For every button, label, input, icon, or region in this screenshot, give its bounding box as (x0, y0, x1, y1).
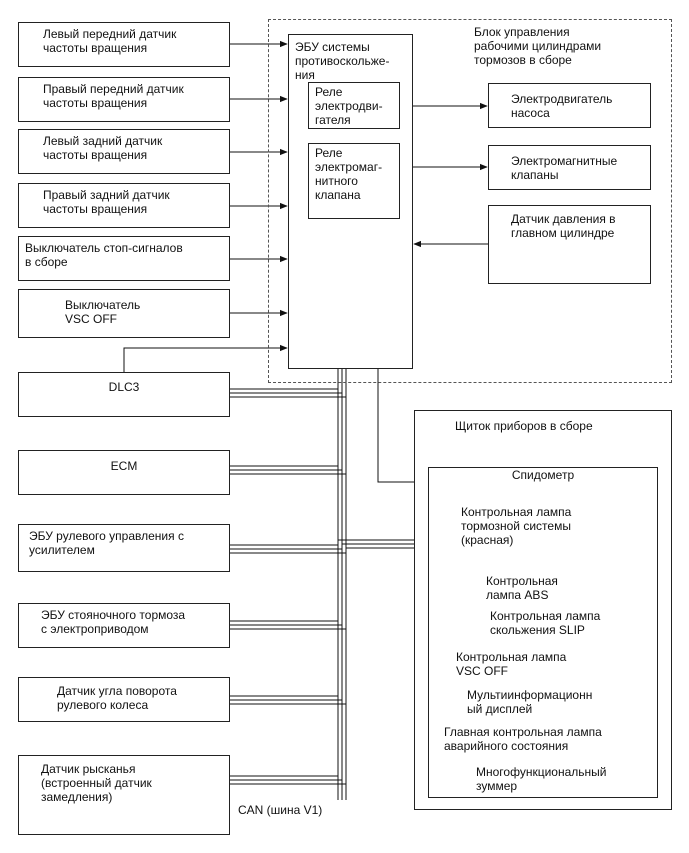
pump-motor: Электродвигатель насоса (488, 83, 651, 128)
rear-right-speed-sensor: Правый задний датчик частоты вращения (18, 183, 230, 228)
vsc-off-switch: Выключатель VSC OFF (18, 289, 230, 338)
stop-light-switch: Выключатель стоп-сигналов в сборе (18, 236, 230, 281)
master-cylinder-pressure-sensor: Датчик давления в главном цилиндре (488, 205, 651, 284)
brake-warning-lamp: Контрольная лампа тормозной системы (кра… (461, 505, 572, 547)
front-left-speed-sensor: Левый передний датчик частоты вращения (18, 22, 230, 67)
actuator-block-title: Блок управления рабочими цилиндрами торм… (474, 25, 602, 67)
master-warning-light: Главная контрольная лампа аварийного сос… (444, 725, 602, 753)
speedometer-panel (428, 467, 658, 798)
vsc-off-indicator-lamp: Контрольная лампа VSC OFF (456, 650, 567, 678)
electric-parking-brake-ecu: ЭБУ стояночного тормоза с электроприводо… (18, 603, 230, 648)
power-steering-ecu: ЭБУ рулевого управления с усилителем (18, 524, 230, 572)
slip-indicator-lamp: Контрольная лампа скольжения SLIP (490, 609, 601, 637)
speedometer: Спидометр (511, 468, 575, 482)
rear-left-speed-sensor: Левый задний датчик частоты вращения (18, 129, 230, 174)
steering-angle-sensor: Датчик угла поворота рулевого колеса (18, 677, 230, 722)
ecm: ECM (18, 450, 230, 495)
dlc3-link-arrow (123, 344, 288, 372)
multi-tone-buzzer: Многофункциональный зуммер (476, 765, 607, 793)
yaw-rate-sensor: Датчик рысканья (встроенный датчик замед… (18, 755, 230, 835)
multi-information-display: Мультиинформационн ый дисплей (467, 688, 593, 716)
solenoid-valves: Электромагнитные клапаны (488, 145, 651, 190)
can-bus-label: CAN (шина V1) (238, 803, 323, 817)
front-right-speed-sensor: Правый передний датчик частоты вращения (18, 77, 230, 122)
dlc3-connector: DLC3 (18, 372, 230, 417)
abs-warning-lamp: Контрольная лампа ABS (486, 574, 558, 602)
brake-actuator-assembly-enclosure (268, 19, 672, 383)
solenoid-relay: Реле электромаг- нитного клапана (308, 143, 400, 219)
ecu-to-meter-arrow (377, 369, 428, 486)
combination-meter-title: Щиток приборов в сборе (455, 419, 593, 433)
motor-relay: Реле электродви- гателя (308, 82, 400, 129)
